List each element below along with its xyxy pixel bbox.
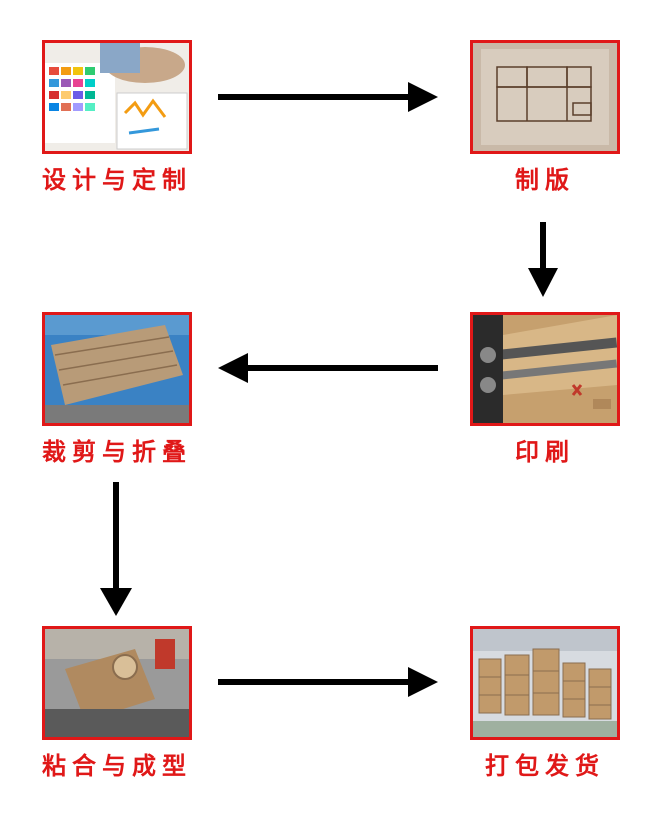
step-label: 粘合与成型: [42, 752, 192, 780]
printing-press-photo-icon: [470, 312, 620, 426]
step-label: 印刷: [515, 438, 575, 466]
cut-fold-photo-icon: [42, 312, 192, 426]
design-photo-icon: [42, 40, 192, 154]
arrow-right-1: [218, 82, 438, 112]
arrow-down-2: [100, 482, 132, 616]
die-cut-plate-photo-icon: [470, 40, 620, 154]
arrow-left-1: [218, 353, 438, 383]
step-label: 制版: [515, 166, 575, 194]
step-cut-fold: 裁剪与折叠: [42, 312, 192, 466]
step-printing: 印刷: [470, 312, 620, 466]
gluing-machine-photo-icon: [42, 626, 192, 740]
arrow-down-1: [528, 222, 558, 297]
arrow-right-2: [218, 667, 438, 697]
step-plate: 制版: [470, 40, 620, 194]
warehouse-boxes-photo-icon: [470, 626, 620, 740]
step-label: 设计与定制: [42, 166, 192, 194]
step-gluing: 粘合与成型: [42, 626, 192, 780]
step-label: 裁剪与折叠: [42, 438, 192, 466]
step-design: 设计与定制: [42, 40, 192, 194]
step-shipping: 打包发货: [470, 626, 620, 780]
step-label: 打包发货: [485, 752, 605, 780]
